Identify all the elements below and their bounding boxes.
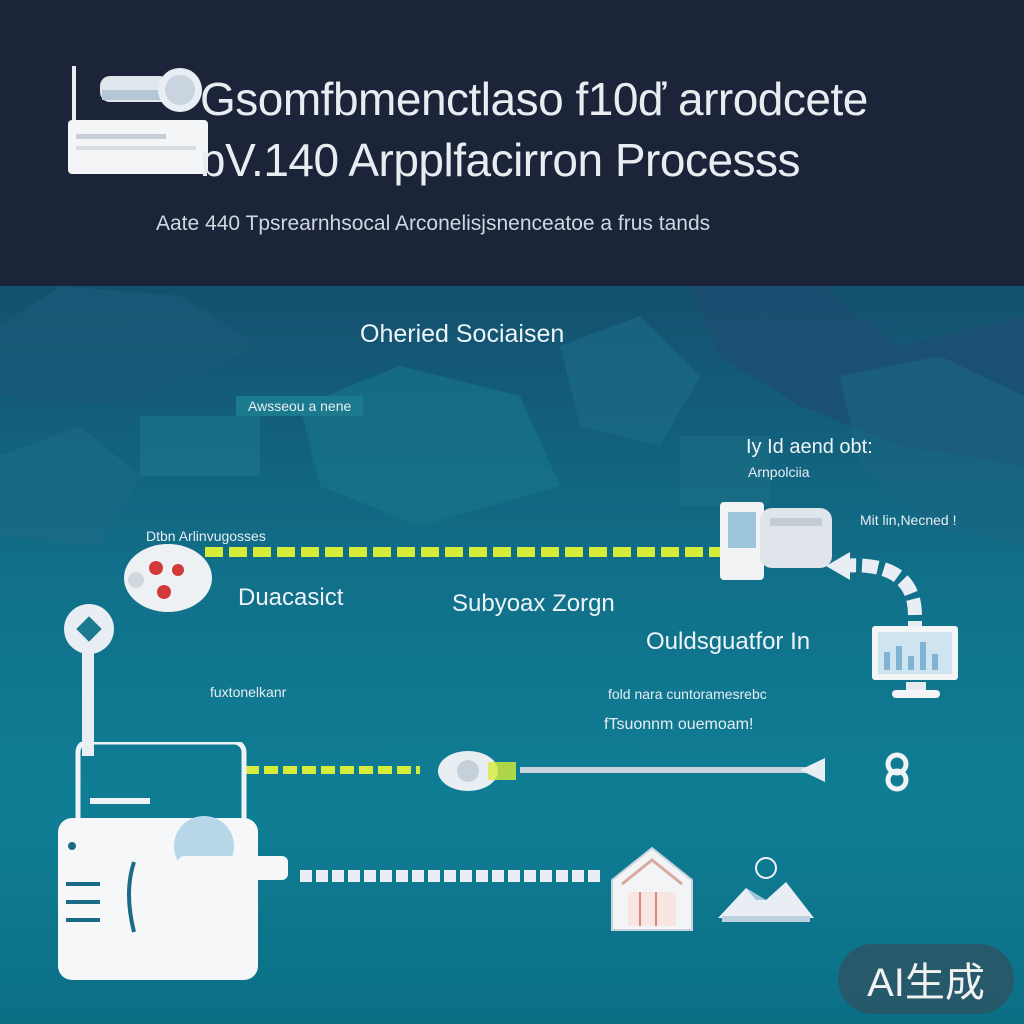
page-title-line-2: ɒV.140 Arpplfacirron Processs bbox=[200, 134, 801, 186]
lower-right-note-2: fTsuonnm ouemoam! bbox=[604, 716, 754, 733]
background-scenery bbox=[0, 286, 1024, 882]
header: Gsomfbmenctlaso f10ď arrodcete ɒV.140 Ar… bbox=[0, 0, 1024, 286]
document-icon bbox=[58, 742, 288, 980]
pen-tool-icon bbox=[438, 751, 516, 791]
ai-generated-badge: AI生成 bbox=[838, 944, 1014, 1014]
right-sub: Arnpolciia bbox=[748, 464, 810, 480]
device-icon bbox=[720, 502, 832, 580]
house-icon bbox=[611, 846, 693, 931]
right-note: Mit lin,Necned ! bbox=[860, 512, 957, 528]
printer-icon bbox=[68, 66, 208, 174]
monitor-icon bbox=[872, 626, 958, 698]
right-stage-label: Ouldsguatfor In bbox=[646, 628, 811, 655]
page-subtitle: Aate 440 Tpsrearnhsocal Arconelisjsnence… bbox=[156, 212, 711, 235]
left-stage-label: Duacasict bbox=[238, 584, 344, 611]
lower-right-note-1: fold nara cuntoramesrebc bbox=[608, 686, 767, 702]
section-title: Oheried Sociaisen bbox=[360, 320, 565, 348]
lower-left-note: fuxtonelkanr bbox=[210, 684, 287, 700]
tag-icon bbox=[64, 604, 114, 654]
link-icon bbox=[885, 752, 909, 792]
robot-face-icon bbox=[124, 544, 212, 612]
process-diagram: Oheried Sociaisen Awsseou a nene Iy Id a… bbox=[0, 286, 1024, 1024]
right-heading: Iy Id aend obt: bbox=[746, 436, 873, 458]
page-title-line-1: Gsomfbmenctlaso f10ď arrodcete bbox=[200, 73, 868, 125]
top-left-note: Awsseou a nene bbox=[236, 396, 364, 416]
center-stage-label: Subyoax Zorgn bbox=[452, 590, 615, 617]
left-small-label: Dtbn Arlinvugosses bbox=[146, 528, 266, 544]
mountain-icon bbox=[718, 857, 814, 922]
